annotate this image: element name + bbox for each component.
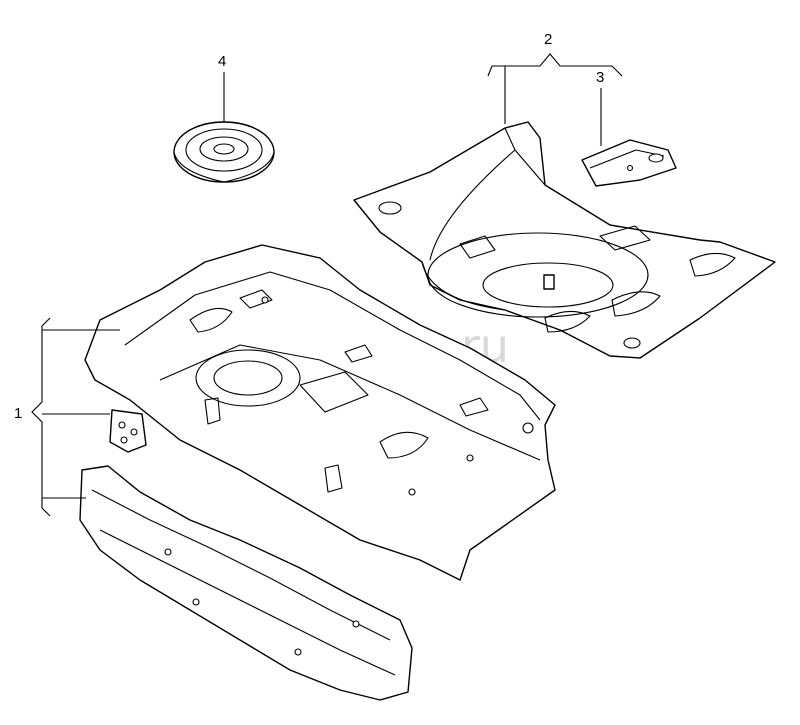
callout-1-label: 1 [14, 405, 22, 422]
part-2-rear-floor[interactable] [353, 121, 776, 359]
callout-4-label: 4 [218, 53, 226, 70]
part-1-floor-panel[interactable] [84, 244, 556, 581]
callout-2-label: 2 [544, 31, 552, 48]
callout-1: 1 [14, 317, 120, 517]
callout-3-label: 3 [596, 69, 604, 86]
callout-4: 4 [218, 53, 226, 122]
part-4-grommet[interactable] [173, 121, 275, 183]
part-3-bracket[interactable] [581, 139, 677, 187]
part-1-cross-member[interactable] [79, 465, 413, 701]
part-1-bracket-plate[interactable] [109, 409, 147, 453]
callout-3: 3 [596, 69, 604, 146]
callout-2: 2 [487, 31, 623, 124]
